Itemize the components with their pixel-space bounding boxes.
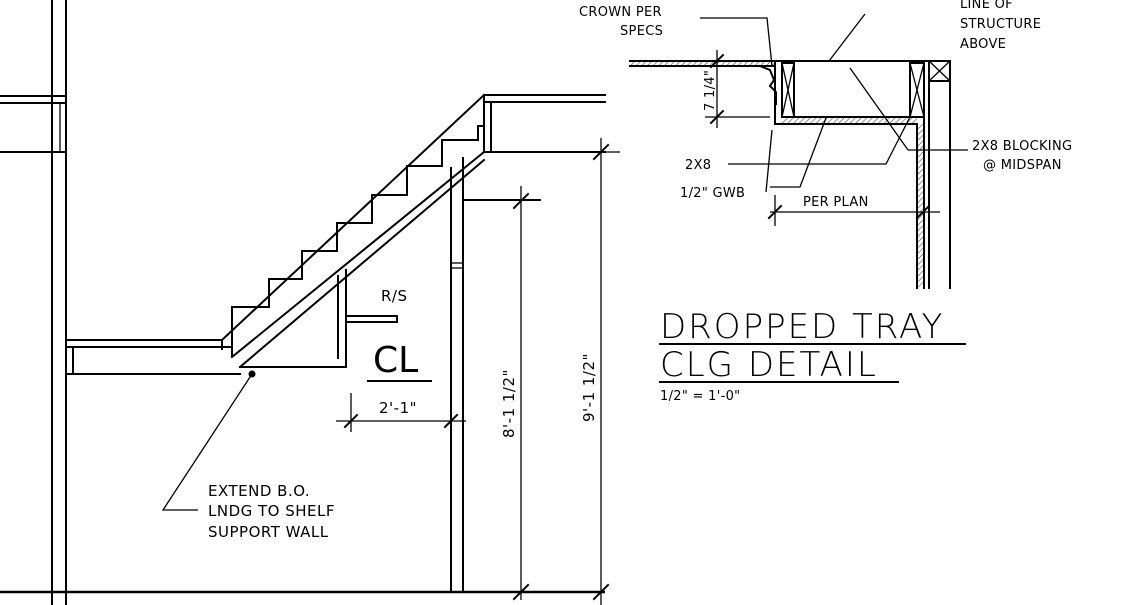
structure-note-2: STRUCTURE [960,17,1041,32]
title-line-1: DROPPED TRAY [660,307,944,347]
structure-note-3: ABOVE [960,37,1006,52]
cl-text: CL [373,340,418,381]
gwb-label: 1/2" GWB [680,186,745,201]
extend-callout: EXTEND B.O. LNDG TO SHELF SUPPORT WALL [161,370,335,541]
dim-width-text: 2'-1" [379,399,417,417]
blocking-note-2: @ MIDSPAN [983,158,1062,173]
soffit-box [774,60,925,125]
upper-floor-beam [0,95,67,153]
tray-leaders [700,13,968,193]
tray-wall [916,116,925,289]
callout-line-2: LNDG TO SHELF [208,502,335,520]
tray-detail: 7 1/4" PER PLAN CROWN PER SPECS LINE OF … [579,0,1072,404]
dim-height-outer: 9'-1 1/2" [580,138,620,605]
dim-height-outer-text: 9'-1 1/2" [580,353,598,422]
crown-note-2: SPECS [620,24,663,39]
detail-title: DROPPED TRAY CLG DETAIL 1/2" = 1'-0" [659,307,966,404]
per-plan-text: PER PLAN [803,195,869,210]
callout-line-3: SUPPORT WALL [208,523,329,541]
ceiling-line [629,60,951,67]
upper-landing [483,94,606,153]
stair-stringer [220,93,486,369]
stair-steps [231,125,485,357]
dim-drop-text: 7 1/4" [703,70,718,111]
left-wall [51,0,67,605]
crown-molding [758,64,777,105]
structure-post [928,60,951,289]
dim-width: 2'-1" [336,393,466,432]
title-line-2: CLG DETAIL [660,345,878,385]
stair-post [450,157,541,593]
rs-label: R/S [381,287,408,305]
callout-line-1: EXTEND B.O. [208,482,310,500]
blocking-left [781,62,795,118]
cl-mark: CL [367,340,432,382]
blocking-right [909,62,925,118]
dim-height-inner-text: 8'-1 1/2" [500,369,518,438]
structure-note-1: LINE OF [960,0,1013,12]
lower-landing [65,339,241,375]
dim-height-inner: 8'-1 1/2" [500,186,540,601]
dim-per-plan: PER PLAN [767,195,940,226]
scale-text: 1/2" = 1'-0" [660,389,740,404]
rs-shelf: R/S [345,287,408,323]
stair-section: R/S CL 2'-1" 8'-1 1/2" [0,0,620,605]
member-label: 2X8 [685,158,711,173]
crown-note-1: CROWN PER [579,5,662,20]
blocking-note-1: 2X8 BLOCKING [972,139,1072,154]
dim-drop: 7 1/4" [703,50,770,128]
